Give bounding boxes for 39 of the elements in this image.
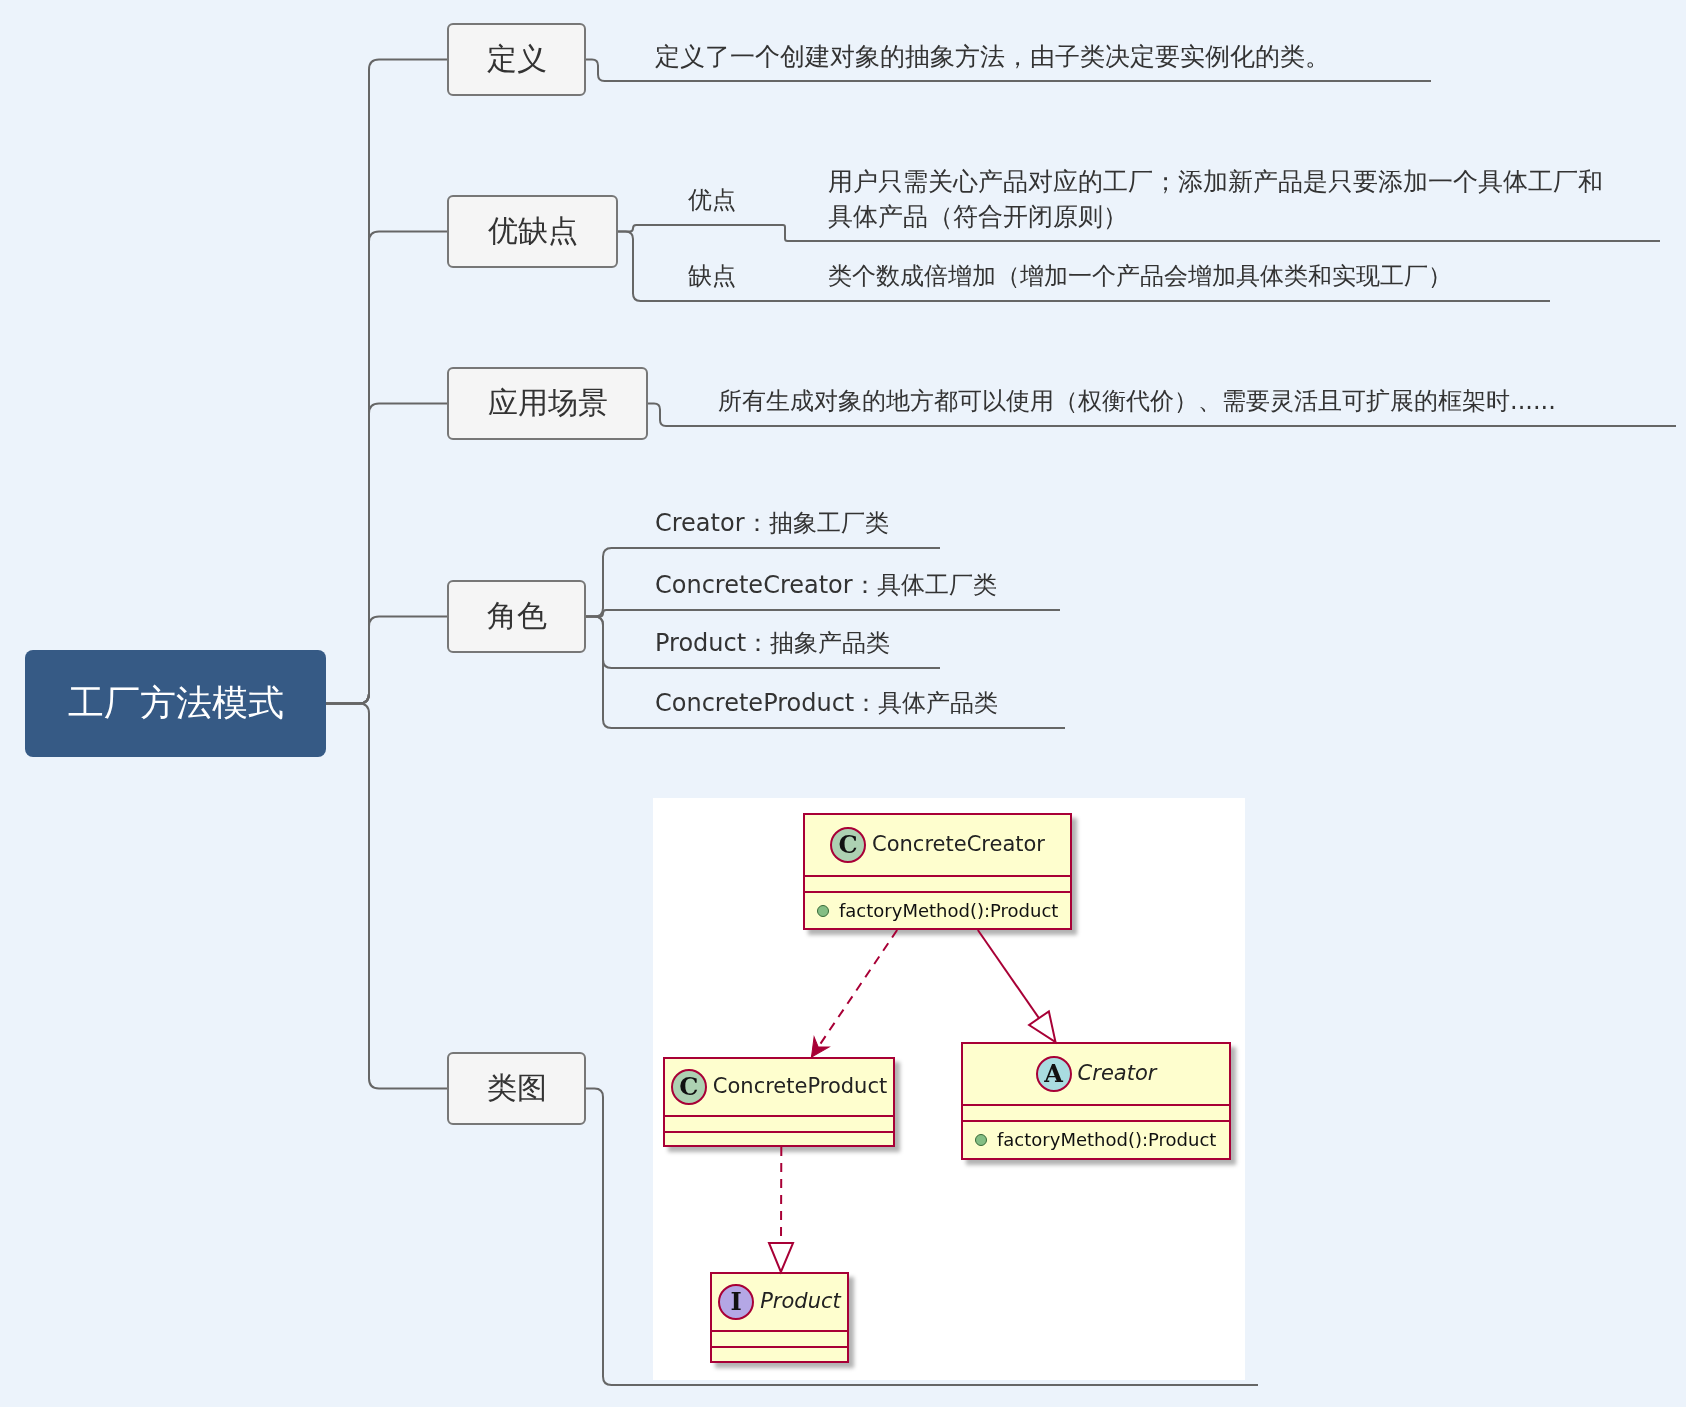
- subtopic-text: Product：抽象产品类: [620, 627, 940, 669]
- uml-class-box: [803, 813, 1072, 930]
- subtopic-text: 优点: [648, 184, 781, 226]
- branch-line: [647, 402, 673, 427]
- method-signature: factoryMethod():Product: [839, 898, 1059, 923]
- inheritance-arrow: [976, 929, 1057, 1043]
- class-type-badge: C: [670, 1069, 707, 1105]
- branch-line: [617, 230, 649, 302]
- subtopic-text: 所有生成对象的地方都可以使用（权衡代价）、需要灵活且可扩展的框架时......: [672, 385, 1676, 427]
- class-name: Product: [760, 1288, 841, 1316]
- subtopic-text: 类个数成倍增加（增加一个产品会增加具体类和实现工厂）: [810, 260, 1550, 302]
- subtopic-text: ConcreteCreator：具体工厂类: [620, 569, 1060, 611]
- class-type-badge: C: [830, 827, 866, 863]
- class-name: ConcreteCreator: [872, 831, 1045, 859]
- topic-box: 类图: [447, 1052, 586, 1125]
- uml-class-box: [663, 1057, 895, 1147]
- class-name: Creator: [1077, 1060, 1157, 1088]
- uml-class-box: [961, 1042, 1231, 1160]
- subtopic-text: 定义了一个创建对象的抽象方法，由子类决定要实例化的类。: [611, 38, 1431, 82]
- topic-box: 应用场景: [447, 367, 648, 440]
- uml-class-box: [710, 1272, 849, 1363]
- subtopic-text: Creator：抽象工厂类: [620, 507, 940, 549]
- method-signature: factoryMethod():Product: [997, 1128, 1217, 1153]
- dependency-arrow: [768, 1146, 794, 1273]
- class-type-badge: I: [718, 1284, 755, 1320]
- subtopic-text: 缺点: [648, 260, 800, 302]
- class-name: ConcreteProduct: [712, 1073, 888, 1101]
- class-type-badge: A: [1035, 1056, 1072, 1092]
- topic-box: 定义: [447, 23, 586, 96]
- subtopic-text: 用户只需关心产品对应的工厂；添加新产品是只要添加一个具体工厂和具体产品（符合开闭原则）: [790, 162, 1660, 242]
- branch-line: [585, 615, 621, 729]
- branch-line: [799, 300, 811, 302]
- dependency-arrow: [810, 929, 899, 1058]
- central-topic: 工厂方法模式: [25, 650, 326, 757]
- branch-line: [780, 224, 791, 242]
- branch-line: [585, 58, 612, 82]
- topic-box: 角色: [447, 580, 586, 653]
- topic-box: 优缺点: [447, 195, 618, 268]
- subtopic-text: ConcreteProduct：具体产品类: [620, 687, 1065, 729]
